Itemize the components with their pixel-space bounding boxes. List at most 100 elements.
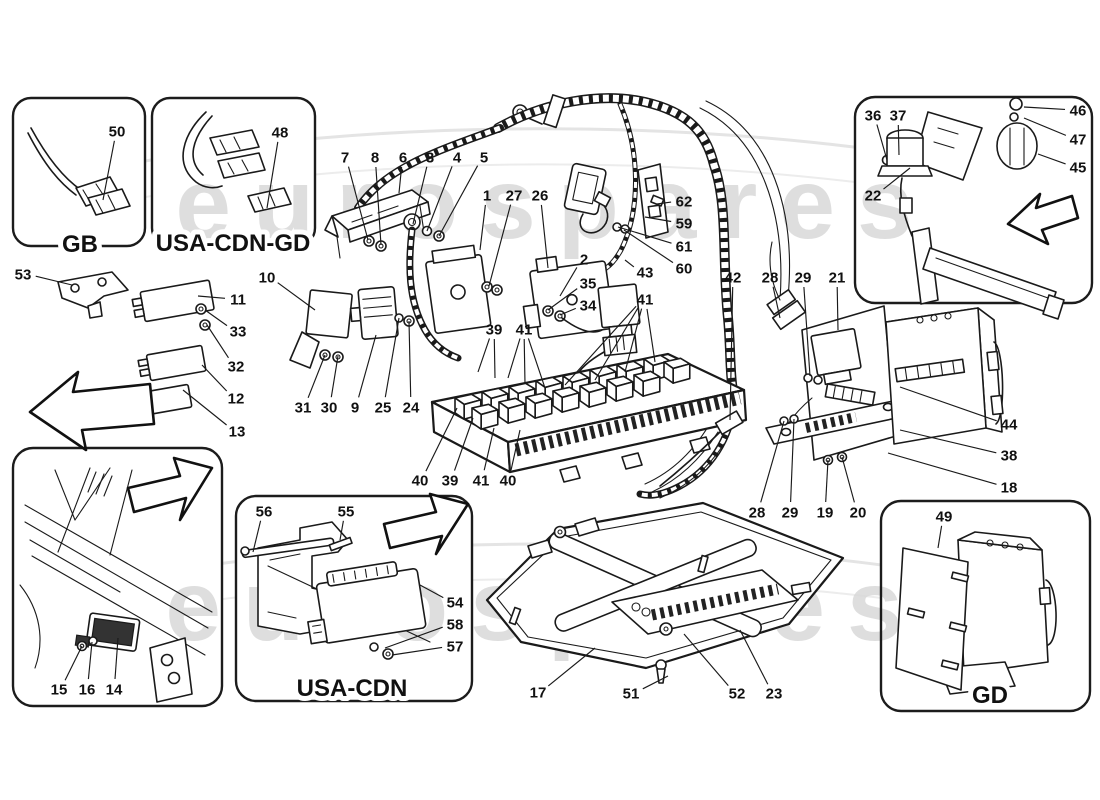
part-callout-30: 30: [321, 400, 338, 417]
leader-line-59: [644, 216, 672, 223]
leader-line-7: [347, 166, 369, 241]
leader-line-40: [510, 429, 521, 471]
part-callout-23: 23: [766, 686, 783, 703]
leader-line-10: [277, 282, 316, 311]
direction-arrow-left: [28, 370, 156, 452]
part-callout-12: 12: [228, 391, 245, 408]
leader-line-52: [683, 633, 729, 686]
ecu-44-art: [885, 307, 1004, 445]
gd-shield-art: [895, 531, 1057, 695]
part-callout-32: 32: [228, 359, 245, 376]
relay-cube-face: [534, 398, 553, 419]
leader-line-6: [398, 166, 403, 194]
part-callout-53: 53: [15, 267, 32, 284]
part-callout-51: 51: [623, 686, 640, 703]
part-callout-18: 18: [1001, 480, 1018, 497]
part-callout-40: 40: [412, 473, 429, 490]
leader-line-28: [772, 286, 781, 319]
leader-line-48: [266, 141, 279, 209]
leader-line-45: [1037, 153, 1066, 165]
part-callout-28: 28: [762, 270, 779, 287]
part-callout-22: 22: [865, 188, 882, 205]
horn-bracket-art: [877, 97, 1080, 320]
part-callout-42: 42: [725, 270, 742, 287]
relay-cube-face: [672, 363, 691, 384]
part-callout-1: 1: [483, 188, 491, 205]
leader-line-33: [204, 309, 228, 327]
part-callout-31: 31: [295, 400, 312, 417]
inset-box-horn-bracket: [853, 95, 1094, 305]
part-callout-49: 49: [936, 509, 953, 526]
leader-line-50: [102, 140, 115, 201]
leader-line-26: [540, 204, 549, 269]
leader-line-35: [547, 288, 578, 311]
part-callout-61: 61: [676, 239, 693, 256]
leader-line-20: [841, 456, 855, 503]
part-callout-14: 14: [106, 682, 123, 699]
part-callout-50: 50: [109, 124, 126, 141]
leader-line-62: [656, 201, 672, 205]
caption-usa-cdn-gd: USA-CDN-GD: [156, 230, 311, 257]
leader-line-22: [883, 167, 911, 190]
inset-box-gb: [11, 96, 147, 248]
inset-box-borders: [11, 95, 1094, 713]
leader-line-31: [307, 354, 326, 399]
part-callout-46: 46: [1070, 103, 1087, 120]
leader-line-41: [564, 305, 637, 386]
leader-line-53: [35, 275, 73, 286]
part-callout-10: 10: [259, 270, 276, 287]
leader-line-39: [477, 338, 491, 373]
part-callout-17: 17: [530, 685, 547, 702]
leader-line-28: [760, 420, 785, 503]
mounting-plate-art: [485, 501, 845, 684]
leader-line-41: [483, 427, 495, 471]
part-callout-39: 39: [442, 473, 459, 490]
leader-line-30: [330, 355, 339, 398]
part-callout-27: 27: [506, 188, 523, 205]
part-callout-28: 28: [749, 505, 766, 522]
leader-line-41: [523, 338, 526, 385]
part-callout-60: 60: [676, 261, 693, 278]
part-callout-59: 59: [676, 216, 693, 233]
relay-cube-face: [615, 381, 634, 402]
relay-cube-face: [507, 403, 526, 424]
part-callout-54: 54: [447, 595, 464, 612]
leader-line-12: [201, 364, 228, 392]
leader-line-36: [876, 124, 888, 161]
leader-line-61: [617, 226, 672, 244]
part-callout-35: 35: [580, 276, 597, 293]
part-callout-44: 44: [1001, 417, 1018, 434]
caption-gb: GB: [62, 231, 98, 258]
inset-box-usa-cdn: [234, 494, 474, 703]
part-callout-8: 8: [371, 150, 379, 167]
leader-line-51: [642, 675, 669, 690]
leader-line-46: [1023, 106, 1066, 110]
leader-line-41: [527, 338, 546, 389]
leader-line-55: [339, 520, 344, 541]
part-callout-26: 26: [532, 188, 549, 205]
part-callout-39: 39: [486, 322, 503, 339]
leader-line-15: [64, 645, 83, 681]
leader-line-9: [358, 334, 377, 398]
caption-usa-cdn: USA-CDN: [297, 675, 408, 702]
part-callout-29: 29: [782, 505, 799, 522]
leader-line-11: [197, 295, 226, 299]
part-callout-11: 11: [230, 292, 246, 309]
part-callout-25: 25: [375, 400, 392, 417]
leader-line-23: [739, 629, 769, 685]
leader-line-41: [507, 338, 521, 379]
leader-line-42: [729, 286, 734, 421]
part-callout-52: 52: [729, 686, 746, 703]
part-callout-37: 37: [890, 108, 907, 125]
part-callout-20: 20: [850, 505, 867, 522]
part-callout-58: 58: [447, 617, 464, 634]
leader-line-39: [453, 417, 474, 471]
leader-line-18: [887, 452, 997, 485]
part-callout-2: 2: [580, 252, 588, 269]
part-callout-36: 36: [865, 108, 882, 125]
leader-line-32: [206, 324, 229, 359]
leader-line-37: [897, 124, 900, 156]
leader-line-49: [937, 525, 943, 549]
leader-line-47: [1023, 117, 1067, 136]
